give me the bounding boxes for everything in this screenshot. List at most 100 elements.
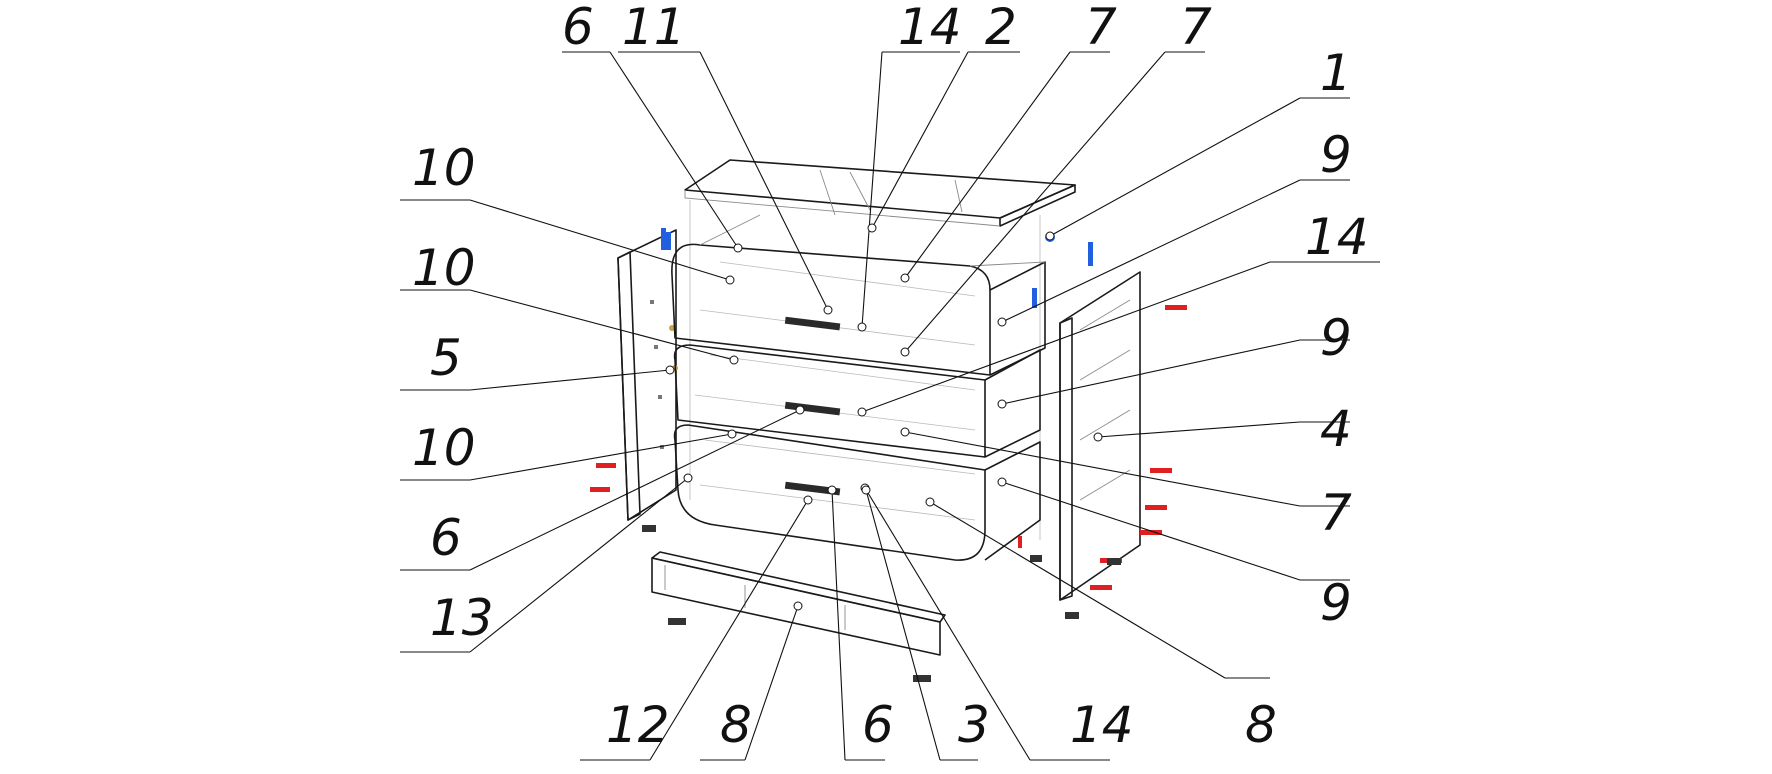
dresser-drawing <box>590 159 1187 682</box>
callout-number: 9 <box>1320 574 1352 632</box>
callout-c-14-top: 14 <box>857 0 962 332</box>
callout-c-7-b: 7 <box>900 0 1212 357</box>
callout-leader <box>864 487 1031 761</box>
callout-number: 1 <box>1320 44 1352 102</box>
callout-target-dot <box>733 243 743 253</box>
callout-number: 4 <box>1320 400 1352 458</box>
callout-c-10-a: 10 <box>400 139 735 285</box>
callout-target-dot <box>857 407 867 417</box>
callout-number: 9 <box>1320 126 1352 184</box>
callout-c-6-top: 6 <box>562 0 743 253</box>
callout-leader <box>469 369 671 391</box>
callout-c-7-a: 7 <box>900 0 1117 283</box>
callout-target-dot <box>827 485 837 495</box>
callout-number: 6 <box>862 696 894 754</box>
callout-target-dot <box>997 399 1007 409</box>
callout-c-8-right: 8 <box>925 497 1277 754</box>
callout-leader <box>1097 421 1301 438</box>
callout-number: 6 <box>430 509 462 567</box>
right-side-panel <box>1059 271 1141 601</box>
callout-c-2: 2 <box>867 0 1020 233</box>
callout-target-dot <box>793 601 803 611</box>
callout-target-dot <box>900 347 910 357</box>
callout-target-dot <box>823 305 833 315</box>
callout-target-dot <box>683 473 693 483</box>
callout-c-9-b: 9 <box>997 309 1352 409</box>
callout-c-8-bottom: 8 <box>700 601 803 761</box>
callout-number: 11 <box>622 0 686 56</box>
callout-target-dot <box>997 317 1007 327</box>
callout-target-dot <box>727 429 737 439</box>
callout-leader <box>871 51 969 229</box>
callout-leader <box>861 51 883 328</box>
kick-plate <box>651 551 946 656</box>
callout-target-dot <box>665 365 675 375</box>
callout-number: 14 <box>1070 696 1134 754</box>
callout-number: 9 <box>1320 309 1352 367</box>
callout-leader <box>831 489 846 761</box>
callout-number: 10 <box>412 139 476 197</box>
callout-leader <box>649 499 809 761</box>
callout-target-dot <box>900 273 910 283</box>
callout-number: 8 <box>1245 696 1277 754</box>
blue-connectors <box>661 228 1093 308</box>
callout-number: 8 <box>720 696 752 754</box>
callout-leader <box>1001 179 1301 323</box>
callout-target-dot <box>925 497 935 507</box>
callout-c-11: 11 <box>618 0 833 315</box>
callout-number: 3 <box>958 696 990 754</box>
callout-c-9-c: 9 <box>997 477 1352 632</box>
callout-c-14-bottom: 14 <box>860 483 1134 761</box>
top-panel <box>684 159 1076 227</box>
callout-c-12: 12 <box>580 495 813 761</box>
callout-leader <box>609 51 739 249</box>
callout-number: 5 <box>430 329 462 387</box>
callout-leader <box>469 199 731 281</box>
callout-leader <box>865 489 941 761</box>
callout-target-dot <box>857 322 867 332</box>
drawer-middle <box>673 344 1041 458</box>
callout-number: 13 <box>430 589 494 647</box>
feet-plates <box>642 525 1121 682</box>
callout-leader <box>904 431 1301 507</box>
callout-c-5: 5 <box>400 329 675 391</box>
callout-leader <box>469 477 689 653</box>
callout-c-10-b: 10 <box>400 239 739 365</box>
callout-c-9-a: 9 <box>997 126 1352 327</box>
callout-target-dot <box>1093 432 1103 442</box>
callout-c-4: 4 <box>1093 400 1352 458</box>
callout-target-dot <box>795 405 805 415</box>
callout-target-dot <box>1045 231 1055 241</box>
callout-leader <box>469 433 733 481</box>
left-side-panel <box>617 229 678 521</box>
callout-number: 6 <box>562 0 594 56</box>
callout-c-13: 13 <box>400 473 693 653</box>
callout-leader <box>469 289 735 361</box>
callout-target-dot <box>997 477 1007 487</box>
callout-number: 10 <box>412 239 476 297</box>
callout-number: 7 <box>1180 0 1212 56</box>
callout-leader <box>904 51 1166 353</box>
callout-leader <box>904 51 1071 279</box>
callout-target-dot <box>861 485 871 495</box>
callout-target-dot <box>729 355 739 365</box>
drawer-top <box>671 214 1046 376</box>
callout-number: 14 <box>898 0 962 56</box>
callout-leader <box>699 51 829 311</box>
callout-leader <box>469 409 801 571</box>
callout-number: 12 <box>606 696 670 754</box>
drawer-bottom <box>673 424 1041 561</box>
callout-leader <box>1049 97 1301 237</box>
callout-leader <box>1001 339 1301 405</box>
callout-leader <box>1001 481 1301 581</box>
callout-number: 2 <box>985 0 1017 56</box>
callout-leader <box>929 501 1226 679</box>
callout-target-dot <box>867 223 877 233</box>
callout-target-dot <box>725 275 735 285</box>
callout-number: 10 <box>412 419 476 477</box>
callout-c-6-bottom: 6 <box>827 485 894 761</box>
callout-number: 14 <box>1305 208 1369 266</box>
callout-c-3: 3 <box>861 485 990 761</box>
